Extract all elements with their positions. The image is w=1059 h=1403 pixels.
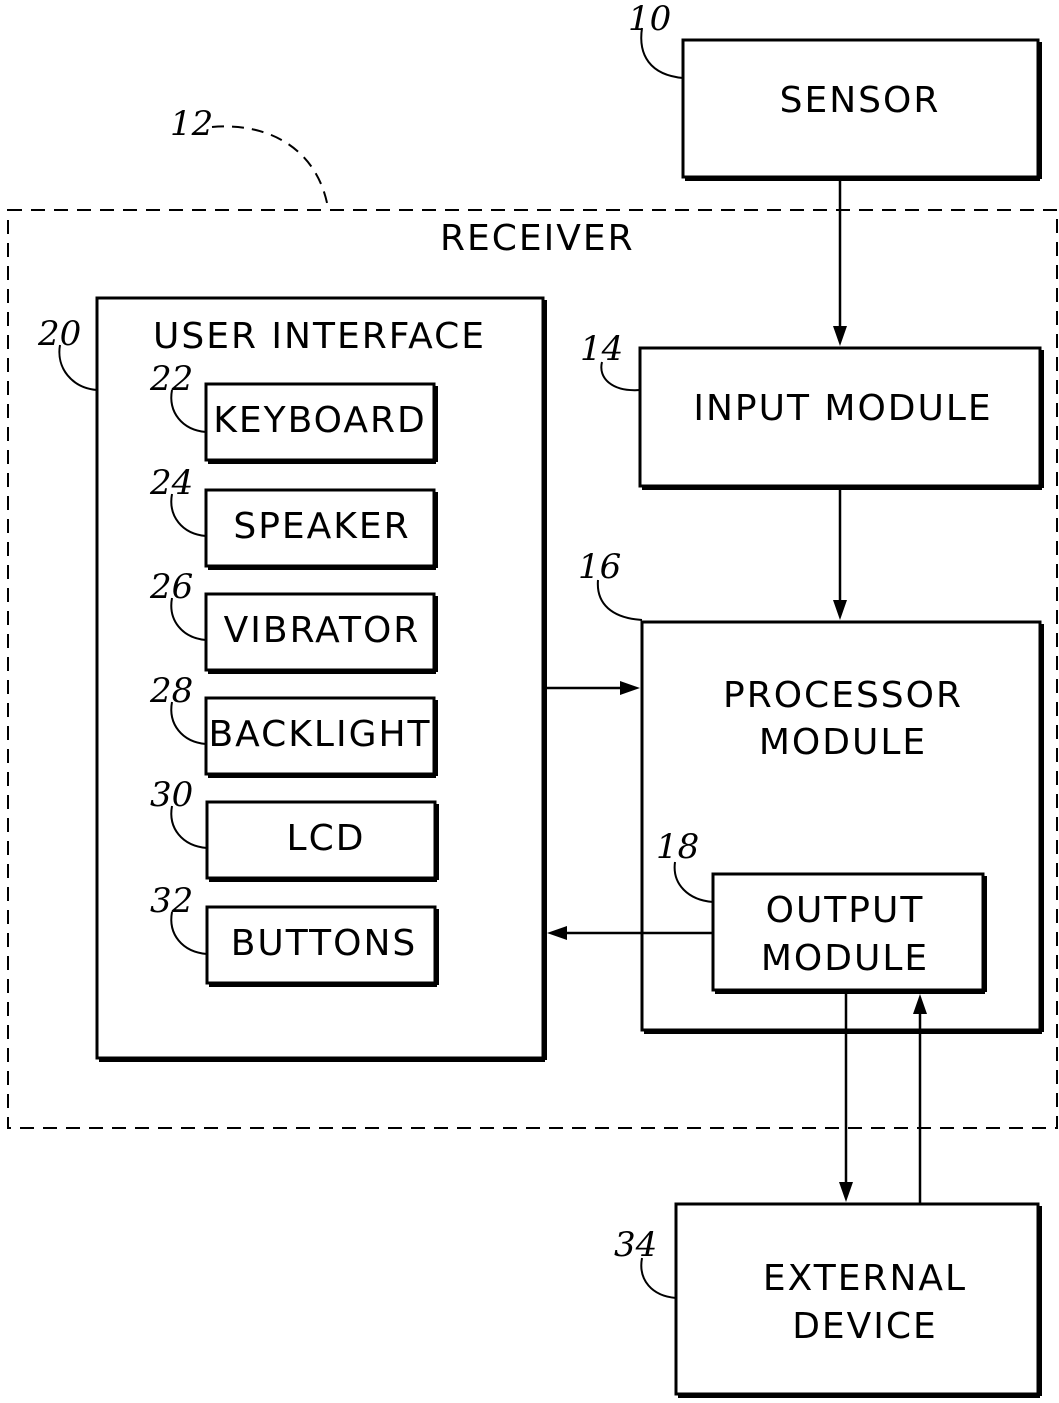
buttons-label: BUTTONS (231, 923, 418, 964)
output-module-ref: 18 (656, 827, 699, 867)
keyboard-ref: 22 (149, 359, 193, 399)
input-module-block: INPUT MODULE 14 (580, 329, 1042, 488)
keyboard-label: KEYBOARD (213, 400, 426, 441)
output-module-label-line1: OUTPUT (766, 890, 925, 931)
speaker-ref: 24 (149, 463, 193, 503)
buttons-block: BUTTONS 32 (150, 881, 437, 985)
vibrator-label: VIBRATOR (224, 610, 421, 651)
speaker-block: SPEAKER 24 (149, 463, 436, 568)
arrowhead (839, 1182, 853, 1202)
processor-module-label-line1: PROCESSOR (723, 675, 963, 716)
speaker-label: SPEAKER (233, 506, 410, 547)
processor-module-label-line2: MODULE (759, 722, 927, 763)
user-interface-ref: 20 (37, 314, 81, 354)
vibrator-block: VIBRATOR 26 (149, 567, 436, 672)
input-module-label: INPUT MODULE (693, 388, 992, 429)
arrowhead (620, 681, 640, 695)
receiver-ref: 12 (170, 104, 213, 144)
user-interface-label: USER INTERFACE (153, 316, 486, 357)
external-device-block: EXTERNAL DEVICE 34 (614, 1204, 1040, 1396)
lcd-label: LCD (287, 818, 366, 859)
lcd-ref: 30 (150, 775, 193, 815)
external-device-label-line1: EXTERNAL (763, 1258, 967, 1299)
vibrator-ref: 26 (149, 567, 193, 607)
external-device-label-line2: DEVICE (792, 1306, 938, 1347)
keyboard-block: KEYBOARD 22 (149, 359, 436, 462)
sensor-ref: 10 (628, 0, 671, 39)
arrowhead (833, 600, 847, 620)
input-module-ref: 14 (580, 329, 623, 369)
sensor-block: SENSOR 10 (628, 0, 1040, 179)
buttons-ref: 32 (150, 881, 193, 921)
sensor-label: SENSOR (780, 80, 941, 121)
arrowhead (913, 994, 927, 1014)
backlight-label: BACKLIGHT (208, 714, 431, 755)
external-device-ref: 34 (614, 1225, 657, 1265)
backlight-ref: 28 (149, 671, 193, 711)
arrowhead (547, 926, 567, 940)
receiver-label: RECEIVER (440, 218, 635, 259)
arrowhead (833, 326, 847, 346)
processor-module-ref: 16 (578, 547, 621, 587)
lcd-block: LCD 30 (150, 775, 437, 880)
output-module-label-line2: MODULE (761, 938, 929, 979)
output-module-block: OUTPUT MODULE 18 (656, 827, 985, 992)
backlight-block: BACKLIGHT 28 (149, 671, 436, 776)
